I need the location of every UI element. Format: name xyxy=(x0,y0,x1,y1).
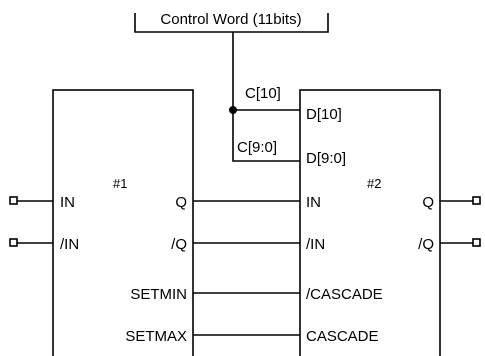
block-1-title: #1 xyxy=(113,176,127,191)
block-1-in-terminal xyxy=(9,196,18,205)
block-2-q-terminal xyxy=(472,196,481,205)
block-2 xyxy=(299,89,441,356)
block-2-q-n-terminal xyxy=(472,238,481,247)
block-1-port-in: IN xyxy=(60,194,75,211)
block-2-title: #2 xyxy=(367,176,381,191)
block-1 xyxy=(52,89,194,356)
bus-junction-dot xyxy=(229,106,237,114)
block-2-port-d-lsb: D[9:0] xyxy=(306,150,346,167)
block-1-port-setmin: SETMIN xyxy=(130,286,187,303)
block-1-in-n-terminal xyxy=(9,238,18,247)
control-word-label: Control Word (11bits) xyxy=(160,11,301,28)
block-2-port-cascade-n: /CASCADE xyxy=(306,286,383,303)
block-2-port-d-msb: D[10] xyxy=(306,106,342,123)
block-2-port-q: Q xyxy=(422,194,434,211)
block-1-port-setmax: SETMAX xyxy=(125,328,187,345)
block-2-port-cascade: CASCADE xyxy=(306,328,379,345)
control-word-bracket xyxy=(134,13,329,33)
bus-label-c-msb: C[10] xyxy=(245,85,281,102)
bus-trunk xyxy=(232,32,300,162)
block-1-port-q: Q xyxy=(175,194,187,211)
block-2-port-in-n: /IN xyxy=(306,236,325,253)
block-2-port-q-n: /Q xyxy=(418,236,434,253)
block-1-port-in-n: /IN xyxy=(60,236,79,253)
bus-label-c-lsb: C[9:0] xyxy=(237,139,277,156)
block-1-port-q-n: /Q xyxy=(171,236,187,253)
block-2-port-in: IN xyxy=(306,194,321,211)
